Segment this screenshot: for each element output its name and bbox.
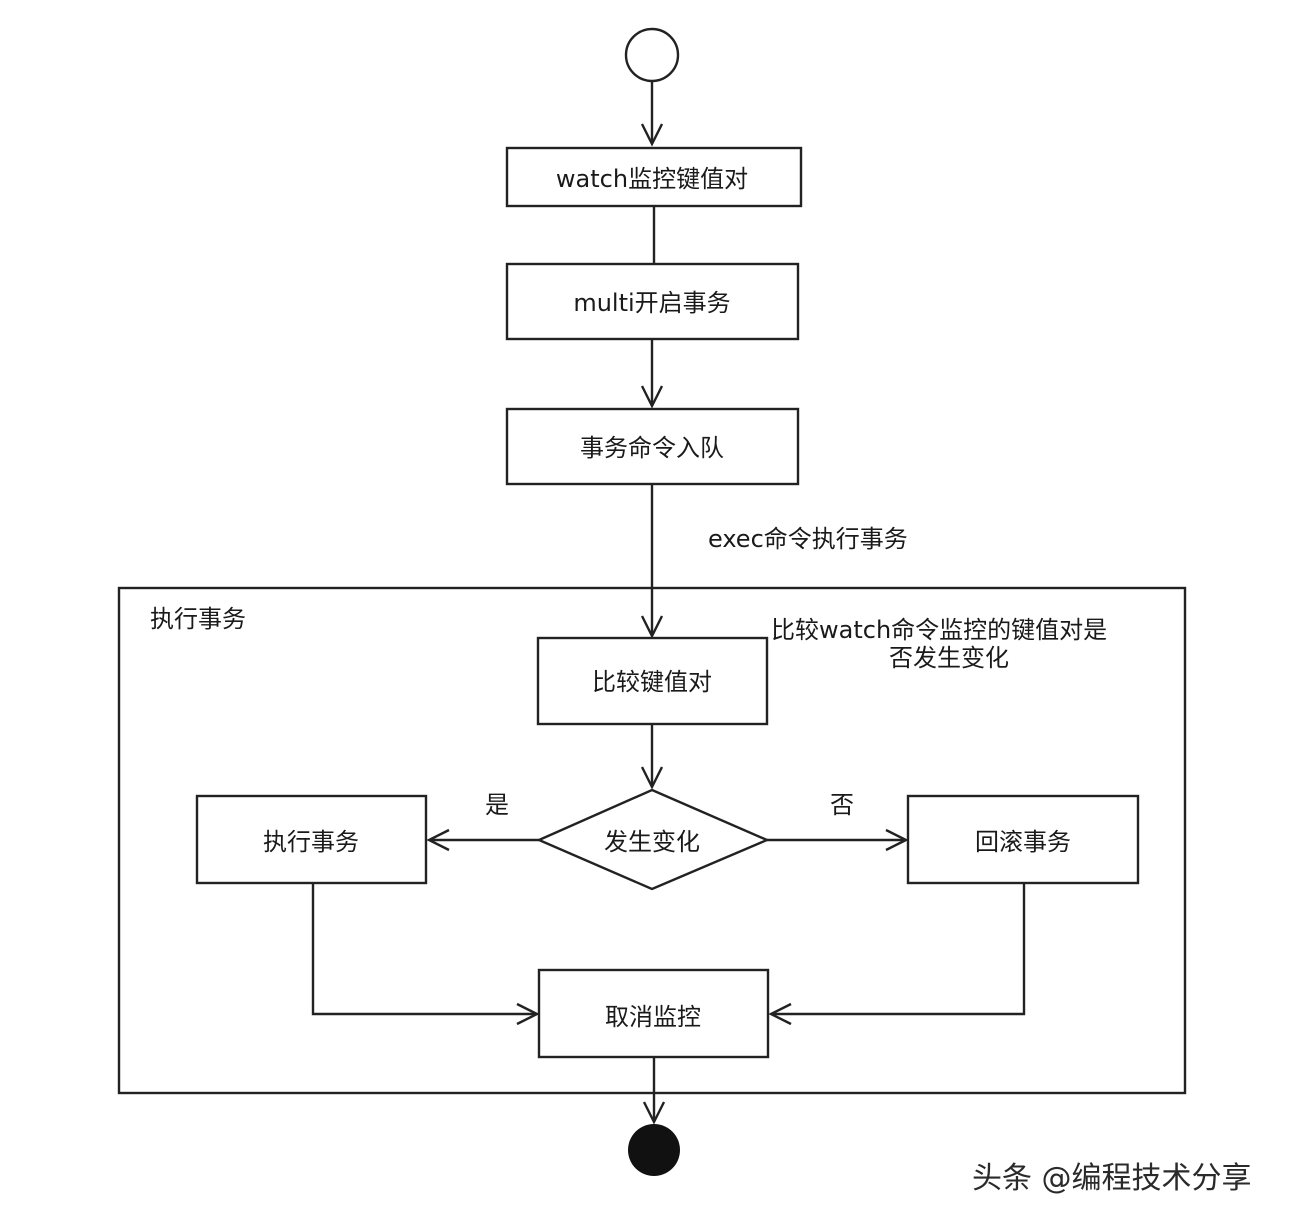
decision-label: 发生变化 — [604, 828, 700, 856]
arrow-head — [640, 615, 664, 639]
compare-box — [536, 636, 769, 726]
group-title: 执行事务 — [150, 605, 246, 633]
arrow-head — [640, 766, 664, 790]
edge-execute-unwatch — [311, 883, 537, 1016]
arrow-head — [640, 385, 664, 409]
unwatch-label: 取消监控 — [605, 1003, 701, 1031]
rollback-label: 回滚事务 — [975, 828, 1071, 856]
arrow-head — [885, 828, 909, 852]
execute-label: 执行事务 — [263, 828, 359, 856]
unwatch-box — [537, 968, 770, 1059]
edge-rollback-unwatch — [771, 883, 1026, 1016]
arrow-head — [768, 1002, 792, 1026]
annotation-line-2: 否发生变化 — [889, 644, 1009, 672]
decision-diamond — [536, 788, 771, 891]
multi-box — [505, 262, 800, 341]
compare-label: 比较键值对 — [592, 668, 712, 696]
enqueue-box — [505, 407, 800, 486]
arrow-head — [642, 1101, 666, 1125]
arrow-head — [426, 828, 450, 852]
arrow-head — [516, 1002, 540, 1026]
rollback-box — [906, 794, 1140, 885]
exec-edge-label: exec命令执行事务 — [708, 525, 908, 553]
yes-label: 是 — [485, 791, 509, 819]
annotation-line-1: 比较watch命令监控的键值对是 — [771, 616, 1107, 644]
start-node — [624, 27, 680, 83]
end-node — [628, 1124, 680, 1176]
execute-box — [195, 794, 428, 885]
multi-label: multi开启事务 — [573, 289, 730, 317]
no-label: 否 — [830, 791, 854, 819]
watch-label: watch监控键值对 — [556, 165, 748, 193]
watch-box — [505, 146, 803, 208]
enqueue-label: 事务命令入队 — [580, 434, 724, 462]
watermark: 头条 @编程技术分享 — [972, 1161, 1252, 1196]
arrow-head — [640, 123, 664, 147]
